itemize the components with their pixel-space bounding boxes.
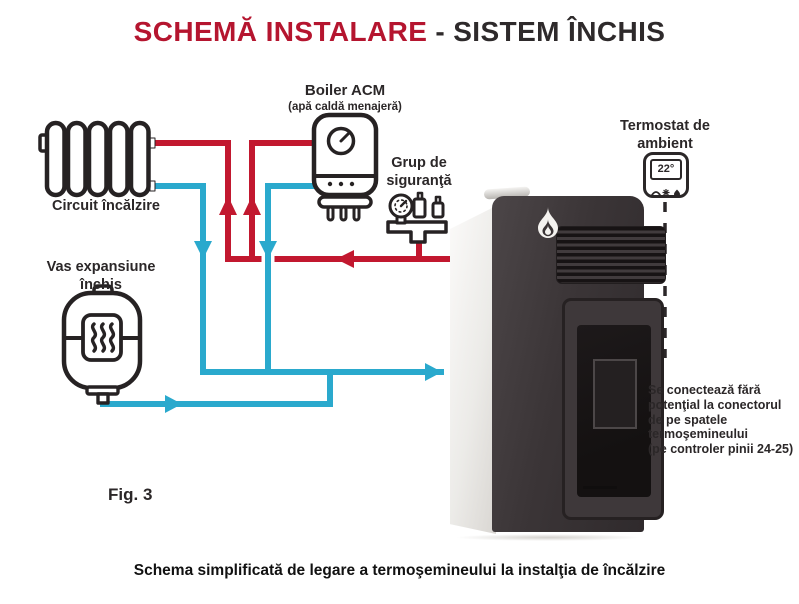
flame-logo-icon	[538, 207, 558, 238]
boiler-label: Boiler ACM (apă caldă menajeră)	[270, 82, 420, 114]
thermostat-display: 22°	[650, 159, 682, 180]
phone-icon	[651, 191, 661, 196]
cold-flow-arrow-down-left	[194, 241, 212, 259]
connection-note: Se conectează fără potenţial la conector…	[648, 383, 798, 457]
note-line-2: potenţial la conectorul	[648, 397, 782, 412]
cold-pipe-radiator-return	[150, 183, 444, 375]
note-line-3: de pe spatele	[648, 412, 728, 427]
expansion-vessel-icon	[61, 284, 143, 405]
radiator-label: Circuit încălzire	[52, 198, 160, 214]
thermostat-label-line1: Termostat de	[620, 118, 710, 134]
thermostat-buttons-icon	[646, 184, 686, 197]
expansion-label-line1: Vas expansiune	[46, 259, 156, 275]
hot-flow-arrow-up-right	[243, 196, 261, 215]
bottom-caption: Schema simplificată de legare a termoşem…	[133, 562, 666, 579]
title-accent-text: SCHEMĂ INSTALARE	[133, 16, 428, 47]
note-line-1: Se conectează fără	[648, 383, 761, 397]
thermostat-button-glyphs	[651, 189, 680, 197]
stove-door-window	[577, 325, 651, 497]
stove-air-grille	[556, 226, 666, 284]
figure-label: Fig. 3	[108, 485, 153, 504]
drop-icon	[674, 189, 680, 197]
page-title: SCHEMĂ INSTALARE- SISTEM ÎNCHIS	[0, 16, 799, 48]
stove-window-inner-frame	[593, 359, 637, 429]
stove-front-panel	[492, 196, 666, 532]
note-line-4: termoşemineului	[648, 427, 749, 442]
hot-flow-arrow-up-left	[219, 196, 237, 215]
expansion-vessel-label: Vas expansiune închis	[25, 259, 177, 294]
safety-valve-group-icon	[386, 191, 448, 244]
boiler-subtitle: (apă caldă menajeră)	[288, 101, 402, 114]
cold-flow-arrow-down-right	[259, 241, 277, 259]
stove-door	[562, 298, 664, 520]
hot-flow-arrow-left	[336, 250, 354, 268]
safety-group-label: Grup de siguranţă	[369, 155, 469, 190]
thermostat-label: Termostat de ambient	[590, 118, 740, 153]
stove-side-panel	[450, 206, 496, 534]
thermostat-label-line2: ambient	[637, 135, 693, 152]
expansion-label-line2: închis	[80, 276, 122, 293]
cold-flow-arrow-right-bottom	[165, 395, 182, 413]
room-thermostat-icon: 22°	[643, 152, 689, 198]
safety-group-label-line1: Grup de	[391, 155, 447, 171]
title-rest-text: - SISTEM ÎNCHIS	[435, 16, 666, 47]
flower-icon	[662, 189, 670, 196]
stove-door-handle	[583, 486, 617, 489]
cold-flow-arrow-right-to-stove	[425, 363, 442, 381]
stove-shadow	[456, 534, 640, 541]
boiler-tank-icon	[311, 112, 379, 222]
cold-pipe-boiler-return	[265, 183, 315, 369]
safety-group-label-line2: siguranţă	[386, 172, 452, 189]
hot-pipe-riser-to-boiler	[249, 140, 315, 261]
note-line-5: (pe controler pinii 24-25)	[648, 442, 794, 456]
boiler-title: Boiler ACM	[304, 82, 386, 99]
pellet-stove-image	[448, 186, 666, 542]
radiator-icon	[38, 120, 156, 198]
